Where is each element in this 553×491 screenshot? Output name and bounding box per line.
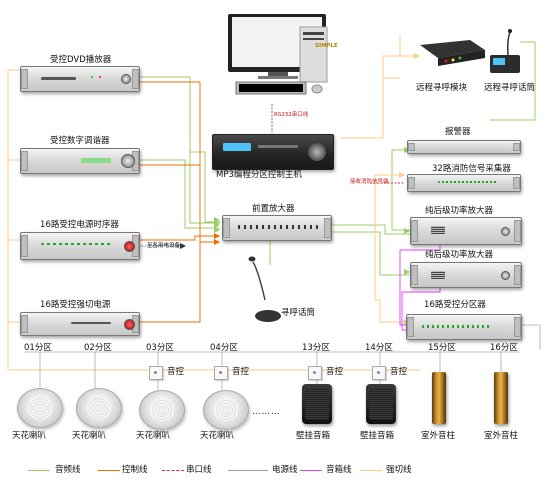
amp-1-label: 纯后级功率放大器 — [425, 206, 494, 216]
rs232-annotation: RS232串口线 — [274, 112, 309, 118]
power-sequencer-device — [20, 232, 140, 260]
paging-mic-label: 寻呼话筒 — [281, 308, 316, 318]
ceiling-speaker-icon — [203, 390, 249, 430]
outdoor-column-icon — [494, 372, 508, 424]
volume-control-box — [214, 366, 228, 380]
zone-label: 04分区 — [210, 343, 238, 353]
legend-swatch-power — [228, 470, 268, 471]
alarm-device — [407, 140, 521, 154]
legend-label: 音频线 — [55, 465, 81, 475]
legend-label: 电源线 — [272, 465, 298, 475]
ellipsis: ……… — [252, 407, 281, 417]
remote-module-label: 远程寻呼模块 — [416, 83, 468, 93]
volume-control-box — [149, 366, 163, 380]
other-equipment-annotation: 至各用电设备 — [147, 243, 181, 249]
ceiling-speaker-icon — [17, 388, 63, 428]
zone-label: 03分区 — [146, 343, 174, 353]
ceiling-speaker-icon — [76, 388, 122, 428]
zone-controller-label: 16路受控分区器 — [424, 300, 486, 310]
alarm-label: 报警器 — [445, 127, 471, 137]
speaker-label: 室外音柱 — [484, 431, 519, 441]
speaker-label: 室外音柱 — [421, 431, 456, 441]
mp3-host-device — [212, 134, 334, 170]
legend-label: 强切线 — [386, 465, 412, 475]
zone-label: 15分区 — [428, 343, 456, 353]
preamp-label: 前置放大器 — [252, 204, 295, 214]
speaker-label: 天花喇叭 — [136, 431, 171, 441]
wall-speaker-icon — [366, 384, 396, 424]
zone-label: 13分区 — [302, 343, 330, 353]
speaker-label: 壁挂音箱 — [296, 431, 331, 441]
legend-label: 控制线 — [122, 465, 148, 475]
volume-control-box — [308, 366, 322, 380]
power-switch-device — [20, 312, 140, 336]
volume-label: 音控 — [167, 367, 185, 377]
legend-swatch-speaker — [300, 470, 322, 471]
dvd-player-label: 受控DVD播放器 — [50, 55, 112, 65]
legend-label: 串口线 — [186, 465, 212, 475]
zone-label: 01分区 — [24, 343, 52, 353]
volume-label: 音控 — [232, 367, 250, 377]
digital-tuner-device — [20, 148, 140, 174]
speaker-label: 天花喇叭 — [72, 431, 107, 441]
power-switch-label: 16路受控强切电源 — [40, 300, 111, 310]
volume-label: 音控 — [326, 367, 344, 377]
volume-control-box — [372, 366, 386, 380]
wall-speaker-icon — [302, 384, 332, 424]
digital-tuner-label: 受控数字调谐器 — [50, 136, 110, 146]
fire-collector-device — [407, 174, 521, 192]
zone-label: 16分区 — [490, 343, 518, 353]
zone-controller-device — [406, 314, 522, 340]
legend-swatch-audio — [28, 470, 50, 471]
legend-swatch-serial — [162, 470, 184, 471]
mp3-host-label: MP3编程分区控制主机 — [216, 170, 302, 180]
legend-swatch-control — [98, 470, 120, 471]
dvd-player-device — [20, 66, 140, 92]
ceiling-speaker-icon — [139, 390, 185, 430]
speaker-label: 天花喇叭 — [12, 431, 47, 441]
brand-mark: SIMPLE — [315, 43, 338, 49]
fire-signal-annotation: 接收消防信号端 — [350, 179, 389, 185]
remote-mic-label: 远程寻呼话筒 — [484, 83, 536, 93]
amp-2-label: 纯后级功率放大器 — [425, 250, 494, 260]
preamp-device — [222, 215, 332, 241]
legend-label: 音箱线 — [326, 465, 352, 475]
zone-label: 02分区 — [84, 343, 112, 353]
volume-label: 音控 — [390, 367, 408, 377]
power-sequencer-label: 16路受控电源时序器 — [40, 220, 119, 230]
legend-swatch-forced — [360, 470, 382, 471]
zone-label: 14分区 — [365, 343, 393, 353]
speaker-label: 壁挂音箱 — [360, 431, 395, 441]
outdoor-column-icon — [432, 372, 446, 424]
amp-2-device — [410, 262, 522, 288]
speaker-label: 天花喇叭 — [200, 431, 235, 441]
fire-collector-label: 32路消防信号采集器 — [432, 164, 511, 174]
amp-1-device — [410, 217, 522, 245]
